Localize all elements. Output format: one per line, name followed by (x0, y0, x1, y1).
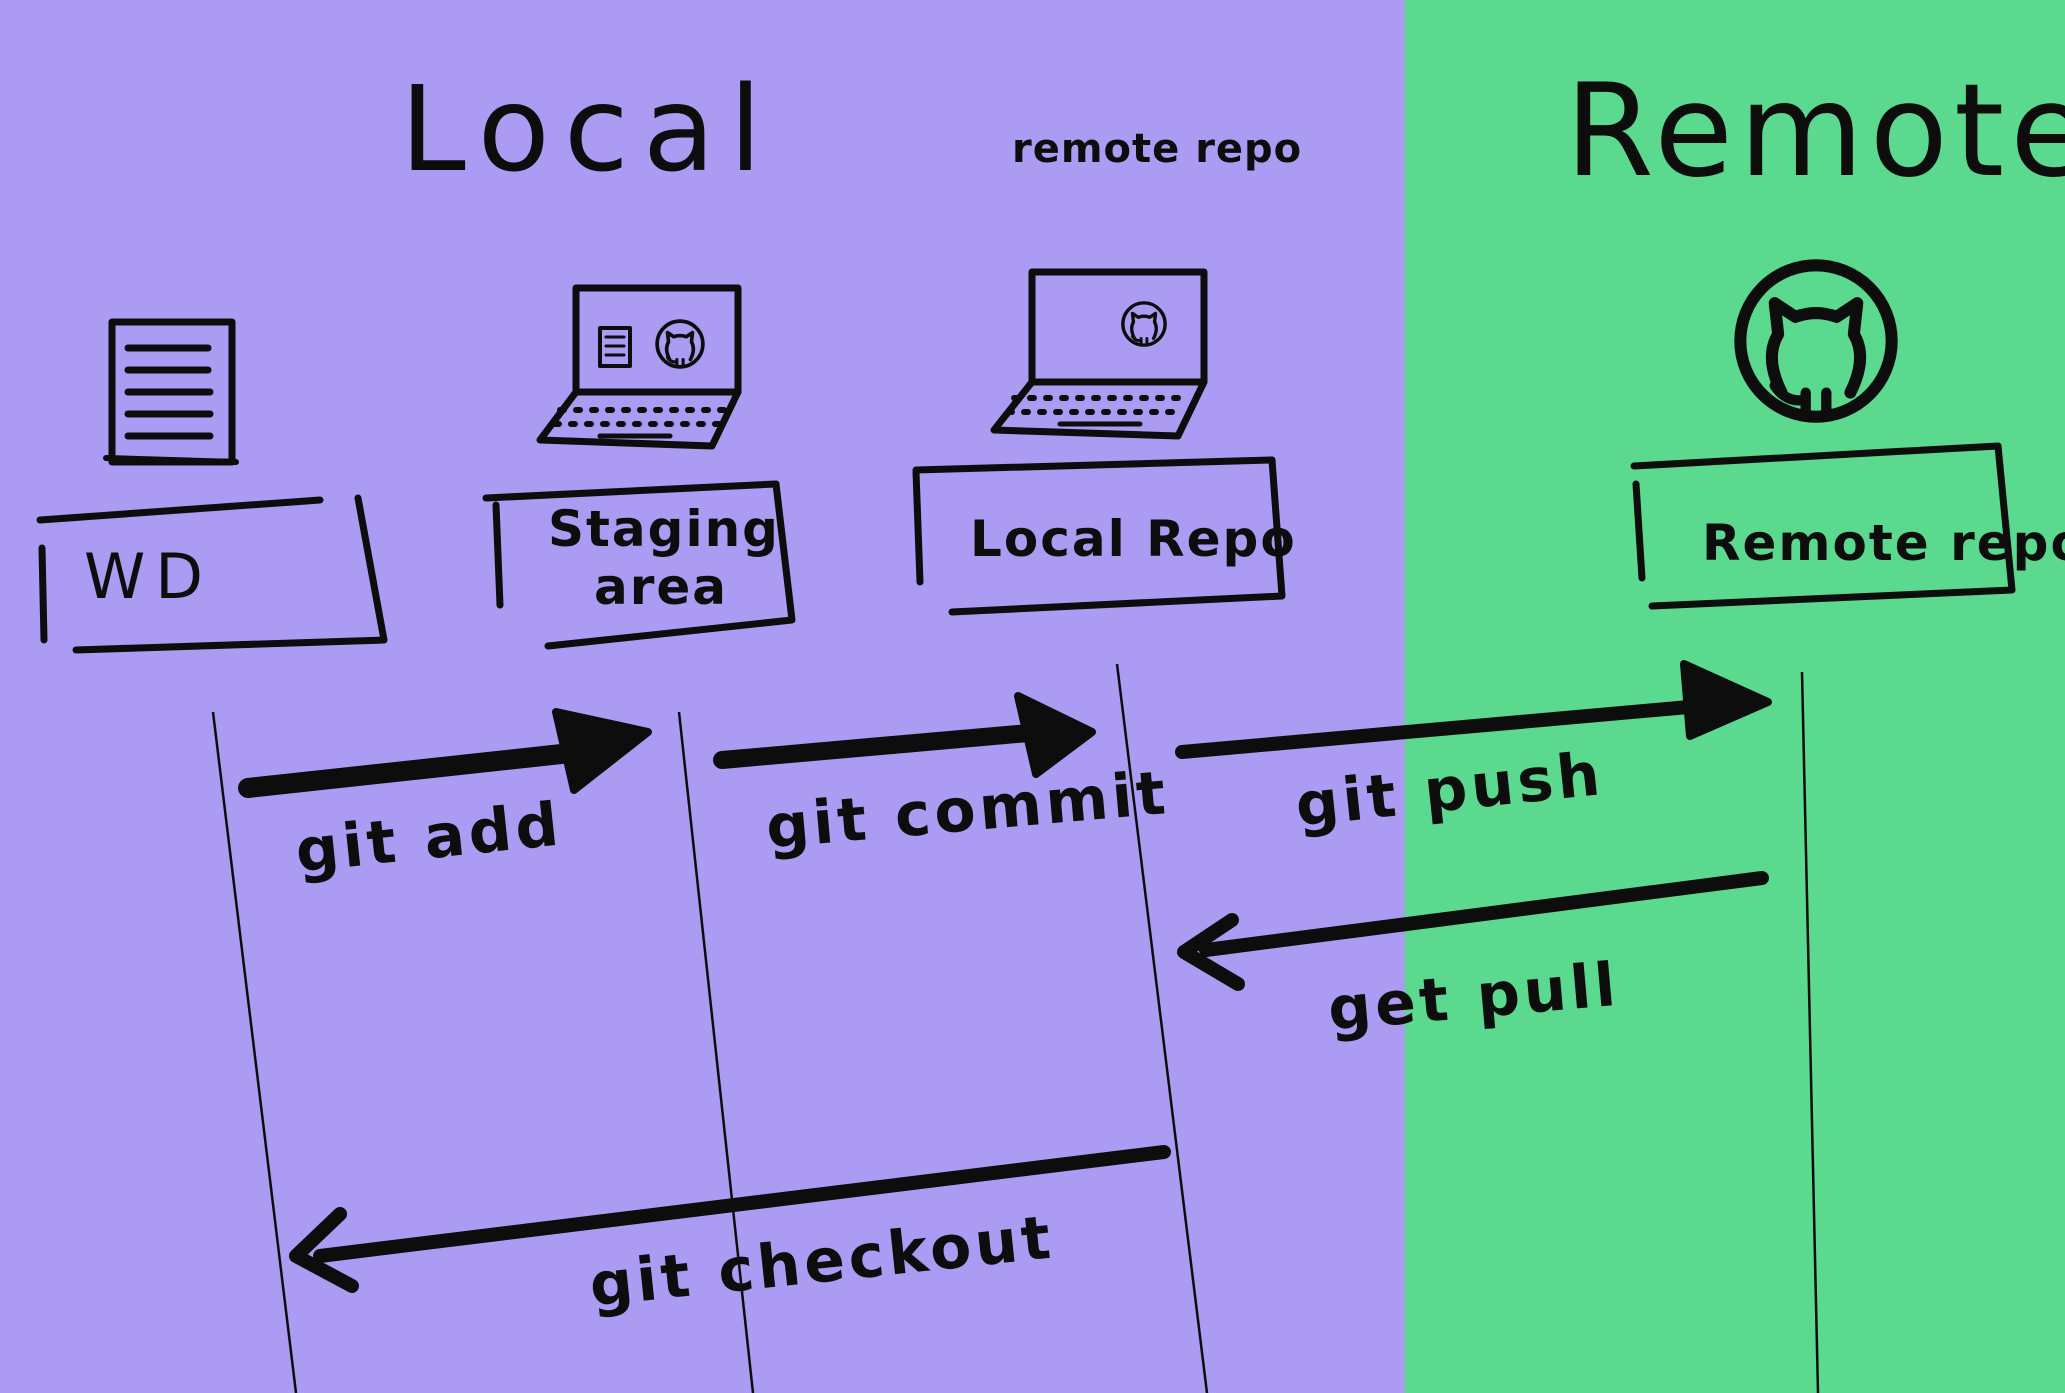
laptop-github-icon (990, 268, 1208, 440)
local-region (0, 0, 1405, 1393)
document-icon (103, 318, 239, 466)
laptop-document-github-icon (536, 284, 742, 450)
arrow-git-checkout (289, 1145, 1171, 1293)
arrow-git-add (238, 708, 652, 798)
stage-box-local-repo (912, 456, 1286, 616)
stage-box-staging (482, 480, 796, 650)
stage-label-wd: WD (84, 540, 213, 613)
lifeline-remote-repo (1800, 671, 1820, 1393)
arrow-git-commit (713, 692, 1096, 778)
local-title: Local (400, 60, 776, 198)
stage-label-remote-repo: Remote repo (1702, 514, 2065, 572)
remote-title: Remote (1565, 57, 2065, 206)
arrow-git-push (1175, 660, 1772, 759)
stage-box-wd (36, 494, 388, 654)
stage-label-staging-line1: Staging (548, 500, 780, 558)
local-subtitle: remote repo (1012, 126, 1302, 172)
lifeline-local-repo (1115, 663, 1209, 1393)
lifeline-staging (677, 711, 755, 1393)
stage-label-local-repo: Local Repo (970, 510, 1297, 568)
stage-label-staging-line2: area (594, 558, 728, 616)
lifeline-wd (211, 711, 298, 1393)
arrow-git-pull (1177, 871, 1769, 991)
stage-box-remote-repo (1630, 442, 2016, 610)
